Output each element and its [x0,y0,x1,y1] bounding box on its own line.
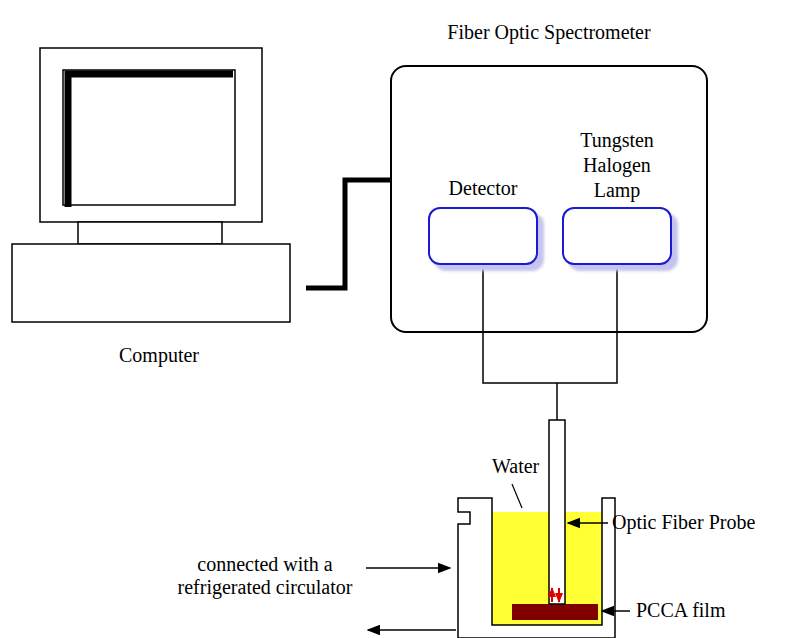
computer-drawing [12,48,290,322]
outlet-arrow [368,629,456,631]
water-label: Water [492,455,539,478]
fiber-trunk [556,383,558,420]
computer: Computer [12,48,306,368]
inlet-arrow [366,567,450,569]
light-arrows [552,588,559,602]
optic-fiber-probe [549,420,565,604]
spectrometer-box: Fiber Optic SpectrometerDetectorTungsten… [390,65,708,333]
node-label: Fiber Optic Spectrometer [392,20,706,45]
pcca-film [512,604,598,620]
water-leader [512,484,522,508]
circulator-label: connected with a refrigerated circulator [170,553,360,599]
probe-leader [568,522,608,524]
node-label: Detector [449,176,518,201]
optical-fiber [483,265,617,383]
film-label: PCCA film [636,599,725,622]
probe-label: Optic Fiber Probe [612,511,755,534]
node-label: Computer [12,343,306,368]
detector-box: Detector [428,207,538,265]
film-leader [602,610,630,612]
node-label: Tungsten Halogen Lamp [567,128,667,203]
tank-outline [458,498,615,638]
lamp-box: Tungsten Halogen Lamp [562,207,672,265]
data-cable [306,180,390,288]
water-fill [492,512,602,625]
